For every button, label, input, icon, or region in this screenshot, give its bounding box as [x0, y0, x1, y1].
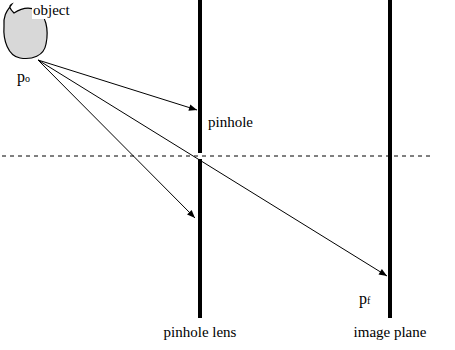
image-plane-plate — [388, 0, 392, 318]
point-label: po — [16, 64, 31, 87]
pinhole-label: pinhole — [207, 114, 254, 131]
pinhole-lens-plate — [198, 159, 202, 318]
light-ray — [38, 60, 197, 110]
light-ray — [38, 60, 195, 218]
plane-label: pinhole lens — [163, 324, 238, 341]
pinhole-lens-plate — [198, 0, 202, 153]
object-label: object — [32, 2, 71, 19]
light-ray — [38, 60, 387, 276]
plane-label: image plane — [353, 324, 428, 341]
optical-axis — [2, 156, 430, 157]
point-label: pf — [358, 286, 371, 309]
